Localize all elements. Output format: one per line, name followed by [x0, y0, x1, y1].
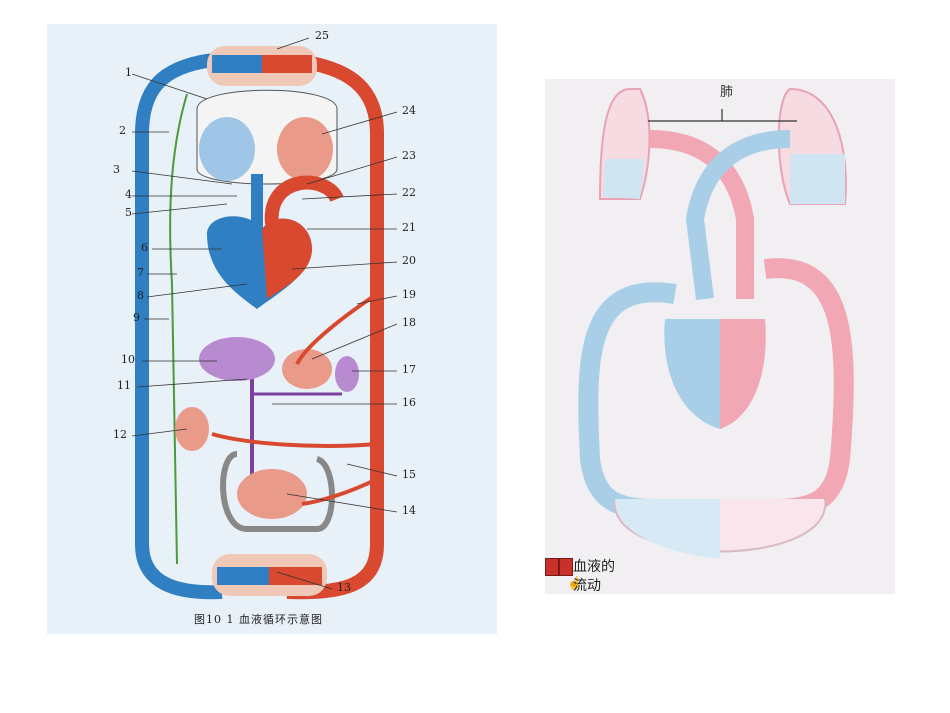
label-7: 7 — [137, 266, 144, 279]
label-4: 4 — [125, 188, 132, 201]
label-12: 12 — [113, 428, 127, 441]
circulation-diagram-graphic — [131, 37, 398, 600]
label-13: 13 — [337, 581, 351, 594]
navigation-controls: ☝ — [545, 554, 655, 594]
label-8: 8 — [137, 289, 144, 302]
figure-caption: 图10 1 血液循环示意图 — [194, 613, 323, 626]
label-25: 25 — [315, 29, 329, 42]
label-10: 10 — [121, 353, 135, 366]
label-19: 19 — [402, 288, 416, 301]
caption-line-1: 血液的 — [573, 559, 615, 575]
label-5: 5 — [125, 206, 132, 219]
rewind-button[interactable] — [545, 558, 559, 576]
label-21: 21 — [402, 221, 416, 234]
heart-lung-diagram-panel: 肺 ☝ 血液的 流动 — [545, 79, 895, 594]
label-11: 11 — [117, 379, 131, 392]
label-6: 6 — [141, 241, 148, 254]
label-3: 3 — [113, 163, 120, 176]
label-15: 15 — [402, 468, 416, 481]
lung-label: 肺 — [720, 85, 734, 100]
label-22: 22 — [402, 186, 416, 199]
label-14: 14 — [402, 504, 416, 517]
label-1: 1 — [125, 66, 132, 79]
label-9: 9 — [133, 311, 140, 324]
label-16: 16 — [402, 396, 416, 409]
label-24: 24 — [402, 104, 416, 117]
label-23: 23 — [402, 149, 416, 162]
circulation-diagram-panel: 1 2 3 4 5 6 7 8 9 10 11 12 13 14 15 16 1… — [47, 24, 497, 634]
label-18: 18 — [402, 316, 416, 329]
caption-line-2: 流动 — [573, 578, 601, 594]
label-17: 17 — [402, 363, 416, 376]
label-20: 20 — [402, 254, 416, 267]
play-button[interactable] — [559, 558, 573, 576]
pointer-hand-icon: ☝ — [567, 576, 582, 590]
label-2: 2 — [119, 124, 126, 137]
heart-lung-graphic — [578, 87, 854, 559]
